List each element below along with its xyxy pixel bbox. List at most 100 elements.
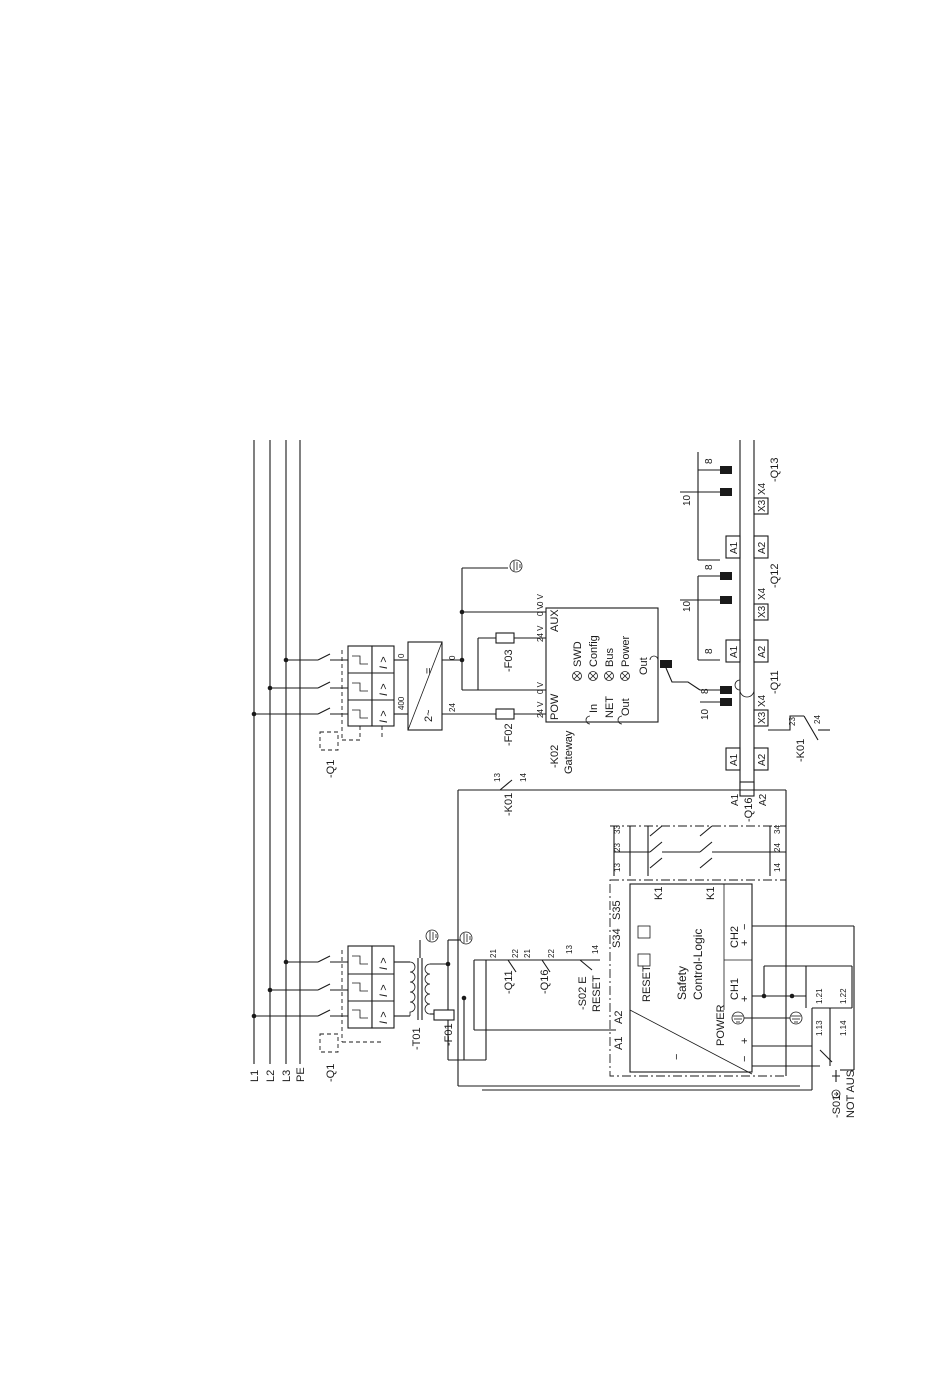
gateway-led-power: Power (620, 635, 632, 667)
q16-22: 22 (547, 949, 556, 958)
q16-21: 21 (523, 949, 532, 958)
safety-k1-b: K1 (705, 887, 717, 900)
label-t01: -T01 (411, 1027, 423, 1050)
bus-label-pe: PE (295, 1067, 307, 1082)
label-k02-sub: Gateway (563, 730, 575, 774)
label-s02: -S02 E (577, 976, 589, 1010)
bus-bars: L1 L2 L3 PE (249, 440, 307, 1082)
gateway-net: NET (604, 696, 616, 718)
safety-minus-a: − (671, 1054, 683, 1060)
contact-33: 33 (613, 825, 622, 834)
psu-t400: 400 (397, 696, 406, 710)
led-icon (572, 671, 582, 681)
gateway-k02: POW AUX 24 V 0 V 24 V 0 V 0 V SWD Config… (536, 593, 701, 774)
led-icon (588, 671, 598, 681)
s01-122: 1.22 (839, 988, 848, 1004)
q12-n10: 10 (682, 600, 693, 612)
q11-a2: A2 (757, 753, 768, 766)
q11-22: 22 (511, 949, 520, 958)
label-q11-contact: -Q11 (503, 970, 515, 994)
label-q1-bottom: -Q1 (325, 1064, 337, 1082)
label-s02-sub: RESET (591, 975, 603, 1012)
safety-minus-b: − (739, 924, 751, 930)
contact-23: 23 (613, 843, 622, 852)
label-q12: -Q12 (769, 564, 781, 588)
k01-14: 14 (519, 773, 528, 782)
label-q16-contact: -Q16 (539, 970, 551, 994)
s01-113: 1.13 (815, 1020, 824, 1036)
safety-s34: S34 (611, 928, 623, 948)
contact-24: 24 (773, 843, 782, 852)
q11-a1: A1 (729, 753, 740, 766)
label-f01: -F01 (443, 1023, 455, 1046)
gateway-led-config: Config (588, 635, 600, 667)
s01-114: 1.14 (839, 1020, 848, 1036)
psu-t0: 0 (397, 653, 406, 658)
q13-x4: X4 (757, 482, 768, 495)
q11-x4: X4 (757, 694, 768, 707)
gateway-swd-out: Out (638, 657, 650, 675)
label-k01-top: -K01 (503, 793, 515, 816)
overcurrent-label: I > (378, 984, 390, 997)
gateway-0v-a: 0 V (536, 681, 545, 694)
safety-title: Safety (675, 966, 689, 1000)
q13-n8b: 8 (704, 564, 715, 570)
gateway-aux: AUX (549, 609, 561, 632)
safety-plus-c: + (739, 1038, 751, 1044)
safety-a1: A1 (613, 1037, 625, 1050)
q11-x3: X3 (757, 711, 768, 724)
gateway-pow: POW (549, 693, 561, 720)
k01-contact: 13 14 -K01 (457, 773, 787, 1086)
safety-ch1: CH1 (729, 978, 741, 1000)
q11-21: 21 (489, 949, 498, 958)
safety-a2: A2 (613, 1011, 625, 1024)
power-supply: 2~ = 400 0 24 0 -F03 -F02 (397, 559, 546, 746)
label-f03: -F03 (503, 649, 515, 672)
label-s01: -S01 (831, 1095, 843, 1118)
safety-k1-a: K1 (653, 887, 665, 900)
q11-n10: 10 (700, 708, 711, 720)
q12-n8: 8 (704, 648, 715, 654)
overcurrent-label: I > (378, 710, 390, 723)
q16-a1: A1 (730, 793, 741, 806)
q13-a1: A1 (729, 541, 740, 554)
safety-minus-c: − (739, 1056, 751, 1062)
overcurrent-label: I > (378, 683, 390, 696)
label-q16: -Q16 (743, 798, 755, 822)
q13-a2: A2 (757, 541, 768, 554)
gateway-0v-b: 0 V (536, 603, 545, 616)
s01-121: 1.21 (815, 988, 824, 1004)
q12-x3: X3 (757, 605, 768, 618)
gateway-out: Out (620, 698, 632, 716)
q11-n8: 8 (700, 688, 711, 694)
breaker-q1-top: I > I > I > -Q1 (254, 645, 408, 778)
q13-n8: 8 (704, 458, 715, 464)
label-q13: -Q13 (769, 458, 781, 482)
safety-power: POWER (715, 1004, 727, 1046)
gateway-led-swd: SWD (572, 641, 584, 667)
bus-label-l3: L3 (281, 1070, 293, 1082)
gateway-0v-top: 0 V (536, 593, 545, 606)
k01b-23: 23 (788, 717, 797, 726)
label-q11: -Q11 (769, 670, 781, 694)
label-k02: -K02 (549, 745, 561, 768)
gateway-24v-a: 24 V (536, 701, 545, 718)
transformer-t01: -T01 -F01 (409, 929, 812, 1091)
gateway-in: In (588, 704, 600, 713)
led-icon (604, 671, 614, 681)
s02-14: 14 (591, 945, 600, 954)
emergency-stop-s01: 1.21 1.22 1.13 1.14 -S01 NOT AUS (752, 925, 857, 1118)
safety-relay: A1 A2 S34 S35 RESET Safety Control-Logic… (609, 825, 803, 1077)
gateway-led-bus: Bus (604, 648, 616, 667)
safety-plus-b: + (739, 940, 751, 946)
s02-13: 13 (565, 945, 574, 954)
motor-starters: A1 A2 X3 X4 -Q11 10 8 A1 A2 X3 X4 -Q12 1… (680, 440, 830, 822)
breaker-q1-bottom: I > I > I > -Q1 (254, 945, 410, 1082)
contact-13: 13 (613, 863, 622, 872)
label-s01-sub: NOT AUS (845, 1070, 857, 1118)
psu-t0b: 0 (448, 655, 457, 660)
safety-subtitle: Control-Logic (691, 929, 705, 1000)
contact-14: 14 (773, 863, 782, 872)
earth-icon (425, 929, 439, 943)
